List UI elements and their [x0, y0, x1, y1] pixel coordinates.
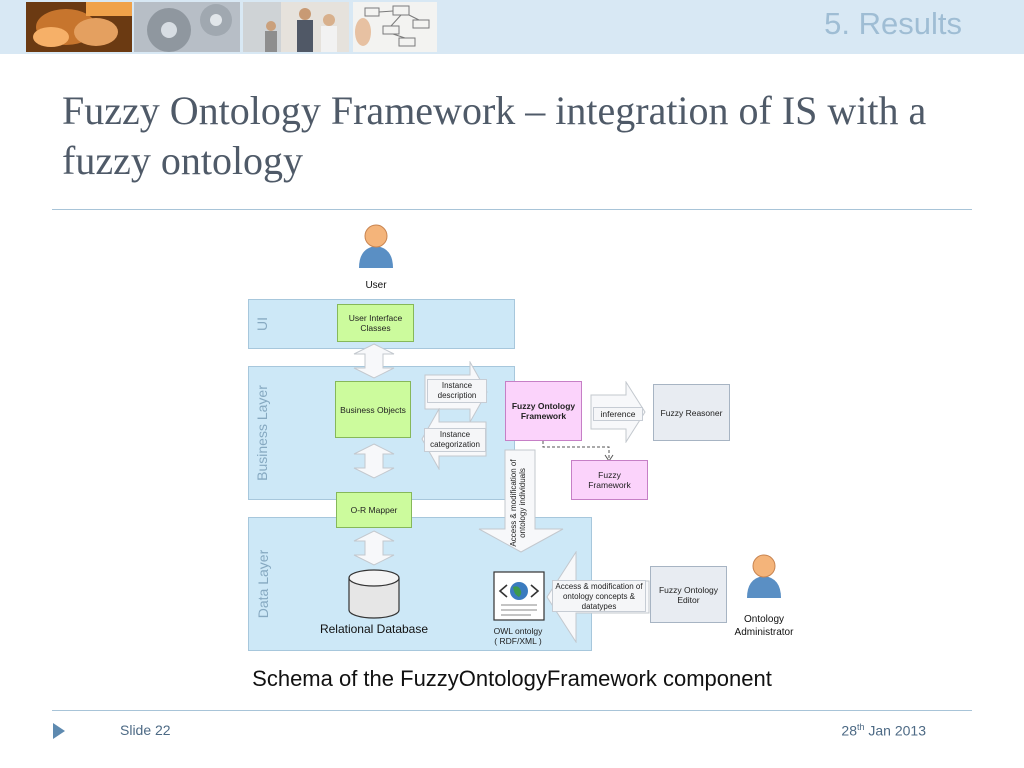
owl-label-line1: OWL ontolgy — [493, 626, 543, 636]
inference-label: inference — [593, 407, 643, 421]
access-concepts-label: Access & modification of ontology concep… — [552, 580, 646, 612]
footer-play-icon — [52, 722, 66, 745]
gears-photo — [134, 2, 240, 52]
user-label: User — [365, 280, 387, 291]
hands-photo — [26, 2, 132, 52]
slide-title: Fuzzy Ontology Framework – integration o… — [62, 88, 927, 183]
instance-description-label: Instance description — [427, 379, 487, 403]
administrator-icon — [744, 552, 784, 605]
business-layer-label: Business Layer — [254, 385, 270, 481]
mapper-database-double-arrow — [353, 530, 395, 566]
ui-layer-label: UI — [254, 317, 270, 331]
slide-date: 28th Jan 2013 — [841, 722, 926, 739]
owl-label-line2: ( RDF/XML ) — [494, 636, 542, 646]
footer-divider — [52, 710, 972, 711]
slide-number: Slide 22 — [120, 722, 171, 738]
relational-database-label: Relational Database — [319, 622, 429, 636]
fuzzy-framework-box: Fuzzy Framework — [571, 460, 648, 500]
architecture-diagram: User UI User Interface Classes Business … — [248, 222, 794, 651]
fuzzy-ontology-framework-box: Fuzzy Ontology Framework — [505, 381, 582, 441]
diagram-caption: Schema of the FuzzyOntologyFramework com… — [252, 666, 772, 691]
access-individuals-arrow — [478, 449, 564, 553]
business-mapper-double-arrow — [353, 443, 395, 479]
date-day: 28 — [841, 722, 857, 739]
section-label: 5. Results — [824, 6, 962, 41]
date-rest: Jan 2013 — [864, 722, 926, 739]
flowchart-sketch-photo — [353, 2, 437, 52]
ui-classes-box: User Interface Classes — [337, 304, 414, 342]
administrator-label-line1: Ontology — [743, 614, 785, 625]
header-band: 5. Results — [0, 0, 1024, 54]
access-individuals-label: Access & modification of ontology indivi… — [509, 459, 527, 547]
owl-document-icon — [493, 571, 545, 621]
fuzzy-reasoner-box: Fuzzy Reasoner — [653, 384, 730, 441]
business-people-photo — [243, 2, 349, 52]
user-icon — [356, 222, 396, 275]
date-suffix: th — [856, 722, 865, 732]
data-layer-label: Data Layer — [255, 549, 271, 619]
ui-business-double-arrow — [353, 343, 395, 379]
fuzzy-ontology-editor-box: Fuzzy Ontology Editor — [650, 566, 727, 623]
title-divider — [52, 209, 972, 210]
instance-categorization-label: Instance categorization — [424, 428, 486, 452]
business-objects-box: Business Objects — [335, 381, 411, 438]
administrator-label-line2: Administrator — [734, 627, 794, 638]
database-icon — [348, 569, 400, 619]
or-mapper-box: O-R Mapper — [336, 492, 412, 528]
